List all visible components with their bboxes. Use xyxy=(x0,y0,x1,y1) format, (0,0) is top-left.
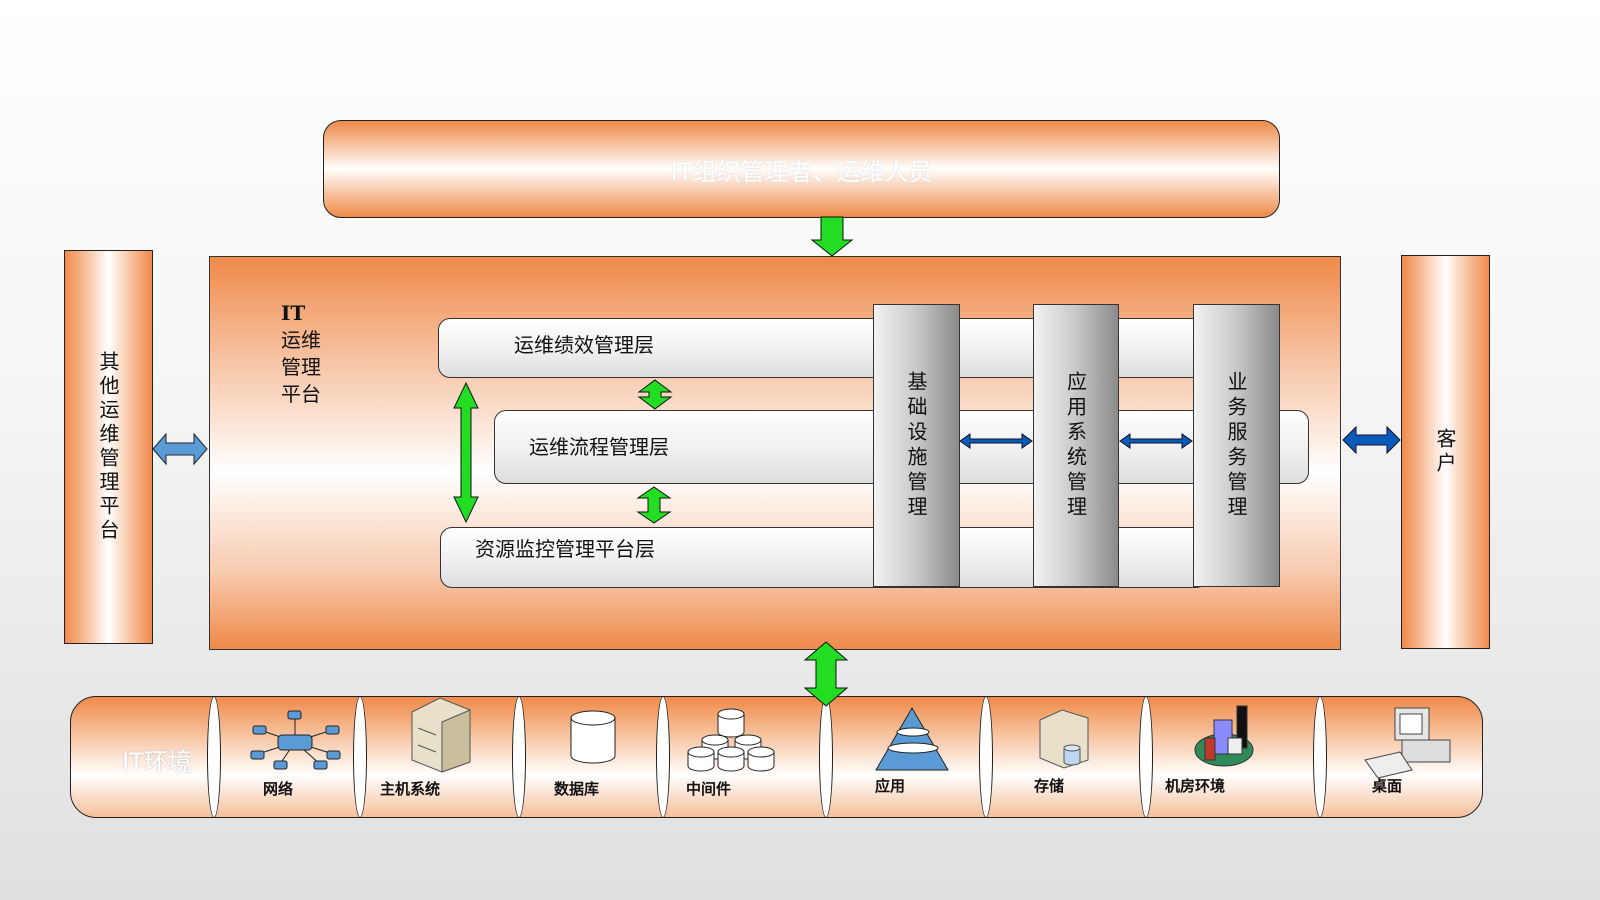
column-label: 应用系统管理 xyxy=(1063,370,1088,521)
env-label-datacenter: 机房环境 xyxy=(1165,777,1226,795)
arrow-col-1-2 xyxy=(959,433,1033,449)
right-bar-label: 客户 xyxy=(1433,428,1457,476)
layer-label: 资源监控管理平台层 xyxy=(475,537,655,561)
separator xyxy=(1139,696,1153,818)
env-label-host: 主机系统 xyxy=(380,780,441,798)
arrow-leftright-left xyxy=(152,432,208,466)
env-label-desktop: 桌面 xyxy=(1372,777,1403,795)
arrow-updown-2-3 xyxy=(636,486,672,524)
middleware-icon xyxy=(687,708,775,772)
separator xyxy=(207,696,221,818)
platform-title-line: IT xyxy=(281,301,306,325)
column-label: 基础设施管理 xyxy=(904,370,928,521)
server-icon xyxy=(411,697,471,773)
arrow-updown-layers xyxy=(453,381,479,524)
env-label-storage: 存储 xyxy=(1034,777,1065,795)
right-bar-customer: 客户 xyxy=(1401,255,1490,649)
column-business-service: 业务服务管理 xyxy=(1193,304,1280,587)
separator xyxy=(1313,696,1327,818)
separator xyxy=(512,696,526,818)
layer-label: 运维绩效管理层 xyxy=(514,333,654,357)
environment-title: IT环境 xyxy=(122,748,192,776)
top-bar-label: IT组织管理者、运维人员 xyxy=(670,157,933,186)
column-infrastructure: 基础设施管理 xyxy=(873,304,960,587)
database-icon xyxy=(570,710,616,764)
application-pyramid-icon xyxy=(875,707,949,771)
arrow-col-2-3 xyxy=(1119,433,1193,449)
arrow-updown-1-2 xyxy=(637,379,673,410)
platform-title-line: 平台 xyxy=(281,382,321,406)
storage-icon xyxy=(1039,709,1089,769)
separator xyxy=(979,696,993,818)
platform-title-line: 运维 xyxy=(281,328,321,352)
env-label-network: 网络 xyxy=(263,780,294,798)
env-label-application: 应用 xyxy=(875,777,906,795)
separator xyxy=(656,696,670,818)
column-label: 业务服务管理 xyxy=(1224,370,1248,521)
platform-title: IT 运维 管理 平台 xyxy=(281,300,321,408)
datacenter-icon xyxy=(1194,705,1254,767)
arrow-down-top xyxy=(810,216,854,257)
arrow-leftright-right xyxy=(1342,425,1401,455)
env-label-middleware: 中间件 xyxy=(686,780,732,798)
platform-title-line: 管理 xyxy=(281,355,321,379)
left-bar-label: 其他运维管理平台 xyxy=(96,351,120,543)
left-bar-other-platforms: 其他运维管理平台 xyxy=(64,250,153,644)
env-label-database: 数据库 xyxy=(554,780,600,798)
top-bar-it-staff: IT组织管理者、运维人员 xyxy=(323,120,1280,218)
network-icon xyxy=(250,710,341,770)
desktop-icon xyxy=(1364,707,1451,779)
layer-label: 运维流程管理层 xyxy=(529,435,669,459)
separator xyxy=(353,696,367,818)
arrow-updown-bottom xyxy=(803,641,849,707)
column-application-system: 应用系统管理 xyxy=(1033,304,1119,587)
